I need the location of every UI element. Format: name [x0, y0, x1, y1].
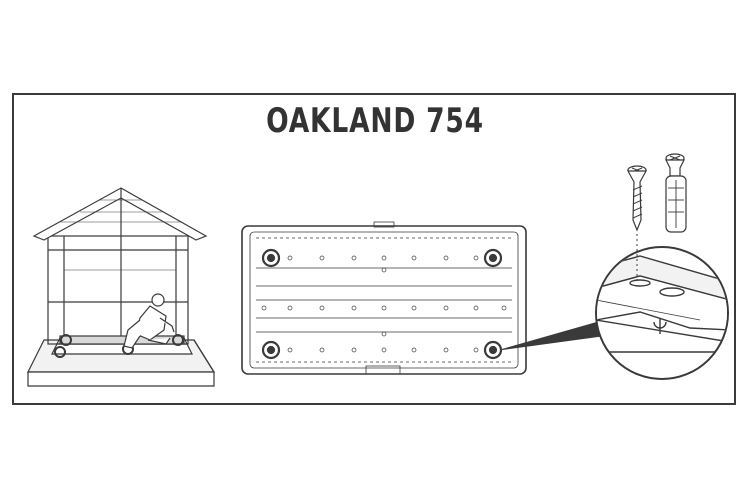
screw-icon	[626, 165, 648, 232]
anchor-point-markers	[261, 248, 503, 360]
wall-plug-icon	[665, 153, 687, 233]
shed-with-person-icon	[27, 187, 216, 387]
kneeling-person-icon	[123, 293, 175, 349]
magnifier-callout-icon	[499, 234, 729, 380]
diagram-title: OAKLAND 754	[266, 101, 484, 141]
floor-panel-icon	[241, 221, 527, 375]
